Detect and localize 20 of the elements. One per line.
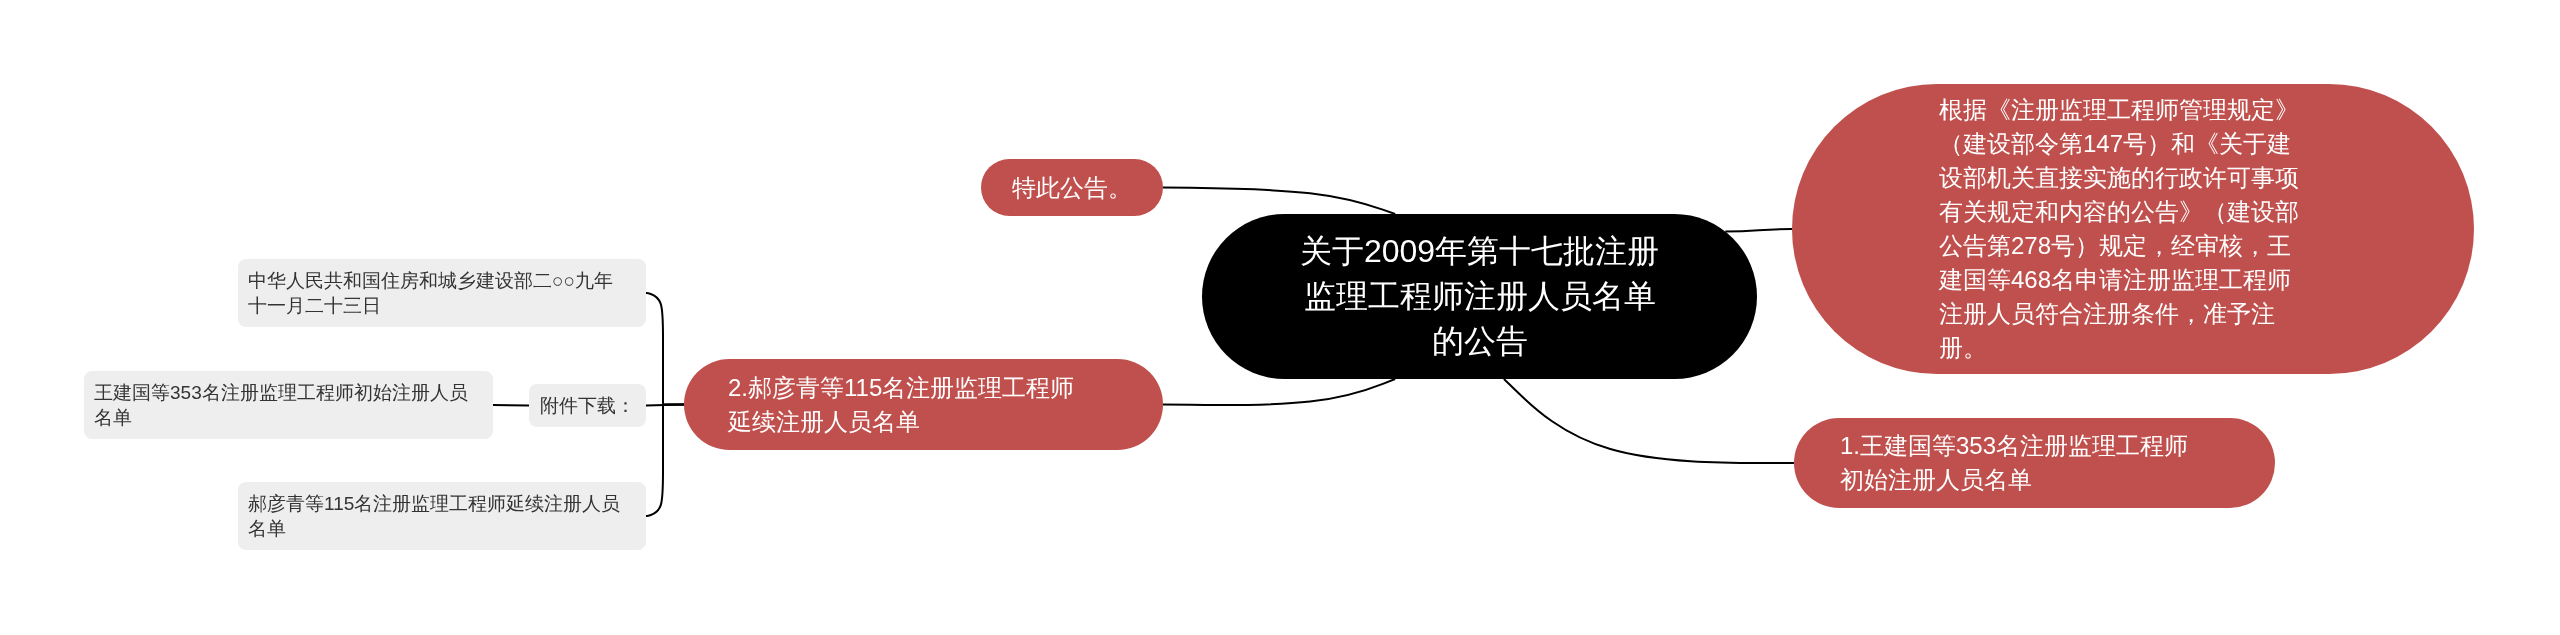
connector-line	[1162, 186, 1397, 215]
topic-text: 2.郝彦青等115名注册监理工程师延续注册人员名单	[728, 372, 1076, 437]
connector-line	[492, 404, 530, 407]
subtopic-text: 郝彦青等115名注册监理工程师延续注册人员名单	[248, 492, 622, 541]
subtopic-node	[529, 384, 646, 427]
connector-line	[1502, 378, 1795, 464]
subtopic-text: 王建国等353名注册监理工程师初始注册人员名单	[94, 381, 469, 430]
central-topic-text: 关于2009年第十七批注册监理工程师注册人员名单的公告	[1298, 232, 1661, 361]
topic-node	[981, 159, 1163, 216]
subtopic-node	[238, 259, 646, 327]
topic-text: 1.王建国等353名注册监理工程师初始注册人员名单	[1840, 431, 2190, 495]
subtopic-node	[84, 371, 493, 439]
subtopic-text: 附件下载：	[539, 394, 636, 418]
connector-line	[645, 403, 685, 517]
topic-text: 特此公告。	[1011, 172, 1133, 203]
connector-line	[1162, 378, 1397, 407]
subtopic-text: 中华人民共和国住房和城乡建设部二○○九年十一月二十三日	[248, 269, 614, 318]
subtopic-node	[238, 482, 646, 550]
connector-line	[1724, 228, 1793, 233]
topic-text: 根据《注册监理工程师管理规定》（建设部令第147号）和《关于建设部机关直接实施的行政许可事项有关规定和内容的公告》（建设部公告第278号）规定，经审核，王建国等468名申请注册监理工程师注册人员符合注册条件，准予注册。	[1939, 95, 2300, 363]
